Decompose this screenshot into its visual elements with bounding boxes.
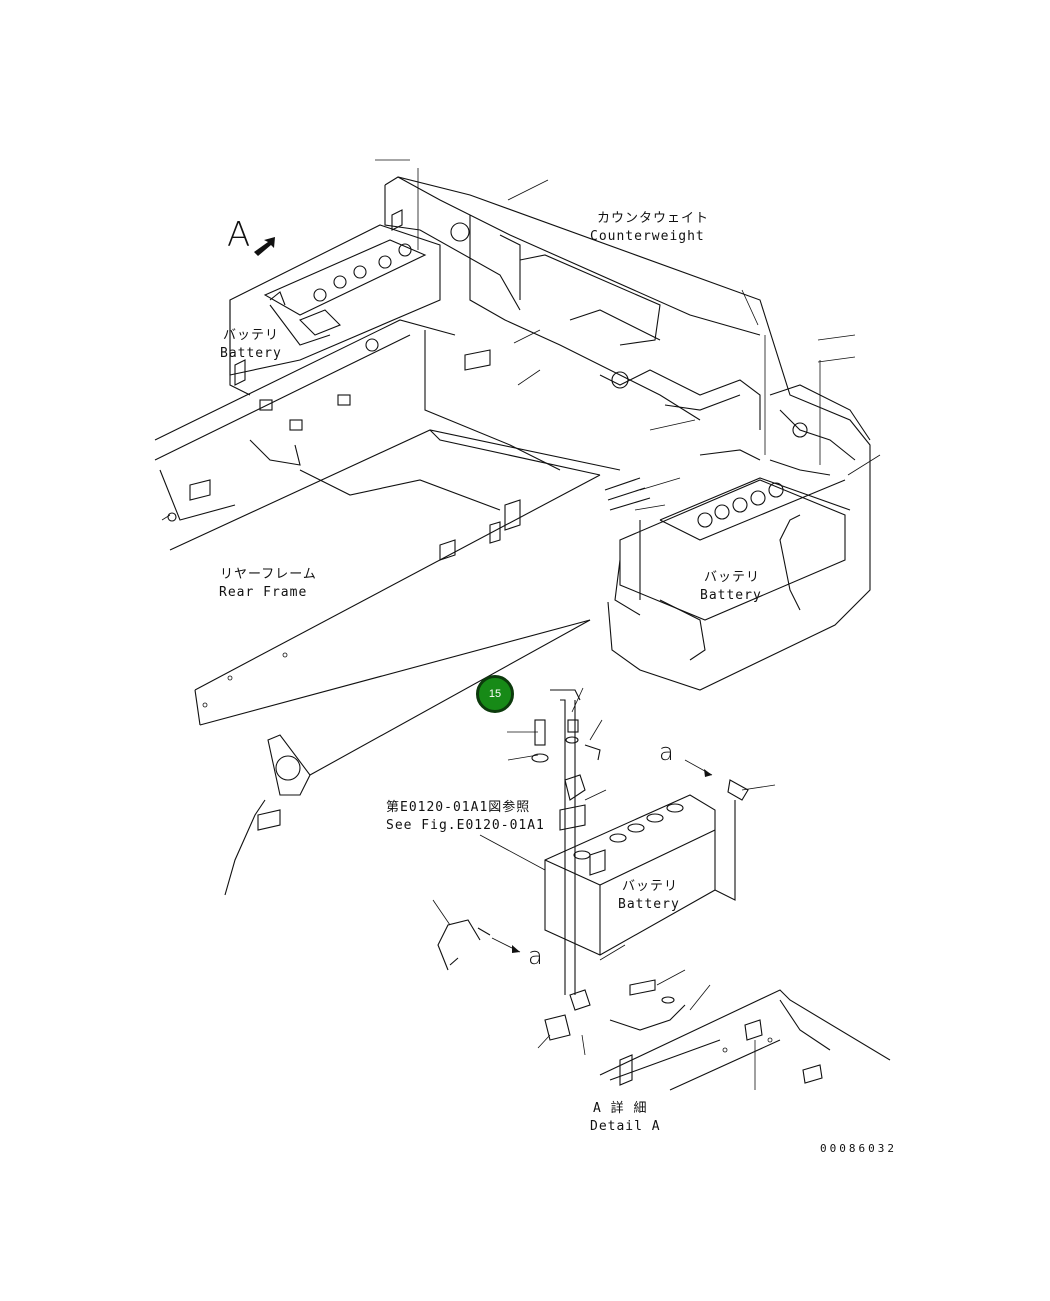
detail-a-drawing [437,689,891,1091]
leader-lines [161,159,881,1090]
battery-label-en-1: Battery [220,346,282,361]
battery-label-jp-1: バッテリ [223,328,280,343]
drawing-number: 00086032 [820,1142,897,1155]
connector-arrows [491,759,713,953]
connector-letter-a-2: a [528,942,543,970]
battery-label-jp-2: バッテリ [704,570,761,585]
battery-label-jp-3: バッテリ [622,879,679,894]
view-letter-a: A [227,215,251,255]
battery-label-en-2: Battery [700,588,762,603]
rear-frame-drawing [154,319,651,726]
battery-tray-upper [229,224,441,396]
battery-cable-long [224,619,591,896]
view-arrow [254,237,275,256]
rear-frame-label-jp: リヤーフレーム [220,567,317,582]
rear-frame-label-en: Rear Frame [219,585,308,600]
counterweight-drawing [384,176,871,691]
counterweight-label-en: Counterweight [590,229,705,244]
battery-label-en-3: Battery [618,897,680,912]
battery-right-drawing [614,449,851,661]
see-fig-label-en: See Fig.E0120-01A1 [386,818,545,833]
detail-a-label-jp: A 詳 細 [593,1101,648,1116]
see-fig-label-jp: 第E0120-01A1図参照 [386,800,531,815]
connector-letter-a-1: a [659,738,674,766]
counterweight-label-jp: カウンタウェイト [597,211,710,226]
callout-badge-15[interactable]: 15 [476,675,514,713]
detail-a-label-en: Detail A [590,1119,661,1134]
